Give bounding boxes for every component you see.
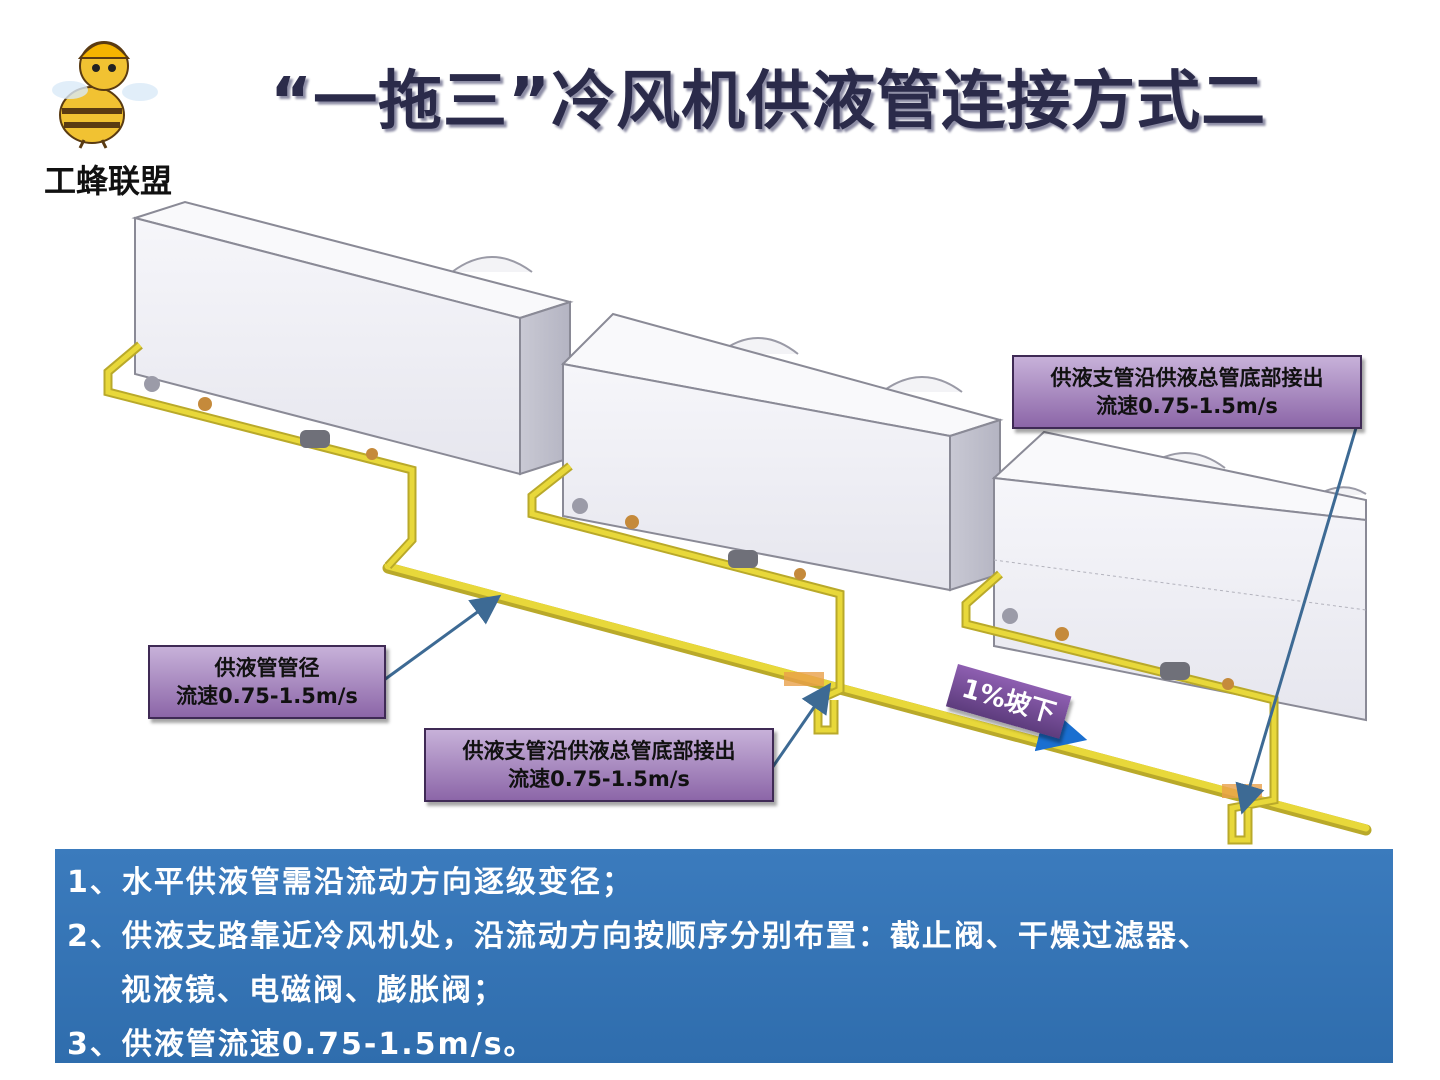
branch-pipe [527, 462, 845, 735]
main-supply-pipe [382, 562, 1372, 836]
valve-icon [366, 448, 378, 460]
callout-main-pipe: 供液管管径 流速0.75-1.5m/s [148, 645, 386, 719]
valve-icon [572, 498, 588, 514]
branch-pipe [103, 341, 417, 570]
callout-line: 流速0.75-1.5m/s [1096, 394, 1278, 418]
callout-branch-right: 供液支管沿供液总管底部接出 流速0.75-1.5m/s [1012, 355, 1362, 429]
callout-line: 流速0.75-1.5m/s [508, 767, 690, 791]
note-line-3: 视液镜、电磁阀、膨胀阀； [121, 973, 505, 1008]
note-line-4: 3、供液管流速0.75-1.5m/s。 [67, 1027, 536, 1062]
sight-glass-icon [728, 550, 758, 568]
bee-mascot-icon [52, 41, 158, 149]
note-line-2: 2、供液支路靠近冷风机处，沿流动方向按顺序分别布置：截止阀、干燥过滤器、 [67, 919, 1210, 954]
valve-icon [1222, 678, 1234, 690]
callout-branch-middle: 供液支管沿供液总管底部接出 流速0.75-1.5m/s [424, 728, 774, 802]
callout-line: 流速0.75-1.5m/s [176, 684, 358, 708]
valve-icon [1002, 608, 1018, 624]
valve-icon [144, 376, 160, 392]
valve-icon [1055, 627, 1069, 641]
notes-panel: 1、水平供液管需沿流动方向逐级变径； 2、供液支路靠近冷风机处，沿流动方向按顺序… [55, 849, 1393, 1063]
page-title: “一拖三”冷风机供液管连接方式二 [270, 65, 1267, 139]
valve-icon [794, 568, 806, 580]
air-cooler-unit [131, 200, 574, 476]
callout-line: 供液支管沿供液总管底部接出 [462, 739, 736, 763]
sight-glass-icon [1160, 662, 1190, 680]
callout-arrow [770, 682, 832, 769]
valve-icon [198, 397, 212, 411]
note-line-1: 1、水平供液管需沿流动方向逐级变径； [67, 865, 634, 900]
callout-arrow [1235, 427, 1358, 815]
air-cooler-unit [560, 312, 1004, 592]
callout-line: 供液支管沿供液总管底部接出 [1050, 366, 1324, 390]
valve-icon [625, 515, 639, 529]
callout-line: 供液管管径 [214, 656, 320, 680]
logo-text: 工蜂联盟 [44, 162, 173, 200]
sight-glass-icon [300, 430, 330, 448]
callout-arrow [383, 594, 502, 682]
